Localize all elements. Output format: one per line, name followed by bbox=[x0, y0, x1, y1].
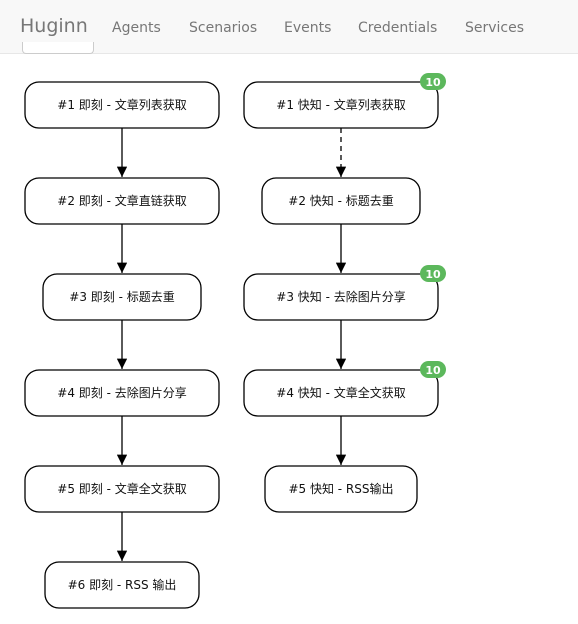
agent-node-box[interactable] bbox=[243, 369, 439, 417]
event-count-badge-label: 10 bbox=[425, 268, 441, 281]
agent-node-box[interactable] bbox=[42, 273, 202, 321]
agent-node-box[interactable] bbox=[24, 369, 220, 417]
agent-node-label: #5 快知 - RSS输出 bbox=[288, 481, 393, 496]
agent-node-a6[interactable]: #6 即刻 - RSS 输出 bbox=[44, 561, 200, 609]
event-count-badge-label: 10 bbox=[425, 76, 441, 89]
nav-services[interactable]: Services bbox=[465, 20, 525, 36]
agent-node-label: #5 即刻 - 文章全文获取 bbox=[57, 481, 186, 496]
event-count-badge bbox=[420, 361, 446, 378]
agent-node-b2[interactable]: #2 快知 - 标题去重 bbox=[261, 177, 421, 225]
agent-node-a1[interactable]: #1 即刻 - 文章列表获取 bbox=[24, 81, 220, 129]
agent-node-a2[interactable]: #2 即刻 - 文章直链获取 bbox=[24, 177, 220, 225]
brand-logo[interactable]: Huginn bbox=[20, 15, 88, 37]
agent-node-a5[interactable]: #5 即刻 - 文章全文获取 bbox=[24, 465, 220, 513]
agent-node-label: #2 快知 - 标题去重 bbox=[288, 194, 393, 208]
agent-node-box[interactable] bbox=[243, 81, 439, 129]
nav-credentials[interactable]: Credentials bbox=[358, 20, 438, 36]
agent-node-box[interactable] bbox=[24, 81, 220, 129]
nav-events[interactable]: Events bbox=[284, 20, 332, 36]
agent-node-box[interactable] bbox=[261, 177, 421, 225]
agent-node-label: #4 即刻 - 去除图片分享 bbox=[57, 385, 186, 400]
nav-scenarios[interactable]: Scenarios bbox=[189, 20, 258, 36]
agent-node-label: #4 快知 - 文章全文获取 bbox=[276, 385, 405, 400]
agent-node-a4[interactable]: #4 即刻 - 去除图片分享 bbox=[24, 369, 220, 417]
agent-node-b5[interactable]: #5 快知 - RSS输出 bbox=[264, 465, 418, 513]
agent-node-b3[interactable]: #3 快知 - 去除图片分享 10 bbox=[243, 265, 446, 321]
agent-node-box[interactable] bbox=[44, 561, 200, 609]
agent-node-box[interactable] bbox=[24, 177, 220, 225]
agent-node-label: #1 即刻 - 文章列表获取 bbox=[57, 97, 186, 112]
agent-node-box[interactable] bbox=[24, 465, 220, 513]
event-count-badge-label: 10 bbox=[425, 364, 441, 377]
agent-node-label: #3 即刻 - 标题去重 bbox=[69, 290, 174, 304]
agent-node-box[interactable] bbox=[243, 273, 439, 321]
event-count-badge bbox=[420, 73, 446, 90]
nav-agents[interactable]: Agents bbox=[112, 20, 161, 36]
agent-node-label: #2 即刻 - 文章直链获取 bbox=[57, 193, 186, 208]
agent-node-b1[interactable]: #1 快知 - 文章列表获取 10 bbox=[243, 73, 446, 129]
agent-node-a3[interactable]: #3 即刻 - 标题去重 bbox=[42, 273, 202, 321]
agent-node-label: #6 即刻 - RSS 输出 bbox=[68, 577, 177, 592]
partially-hidden-button[interactable] bbox=[22, 42, 94, 54]
agent-node-b4[interactable]: #4 快知 - 文章全文获取 10 bbox=[243, 361, 446, 417]
agent-node-label: #1 快知 - 文章列表获取 bbox=[276, 97, 405, 112]
agent-node-label: #3 快知 - 去除图片分享 bbox=[276, 289, 405, 304]
agent-node-box[interactable] bbox=[264, 465, 418, 513]
navbar: Huginn Agents Scenarios Events Credentia… bbox=[0, 0, 578, 54]
event-count-badge bbox=[420, 265, 446, 282]
